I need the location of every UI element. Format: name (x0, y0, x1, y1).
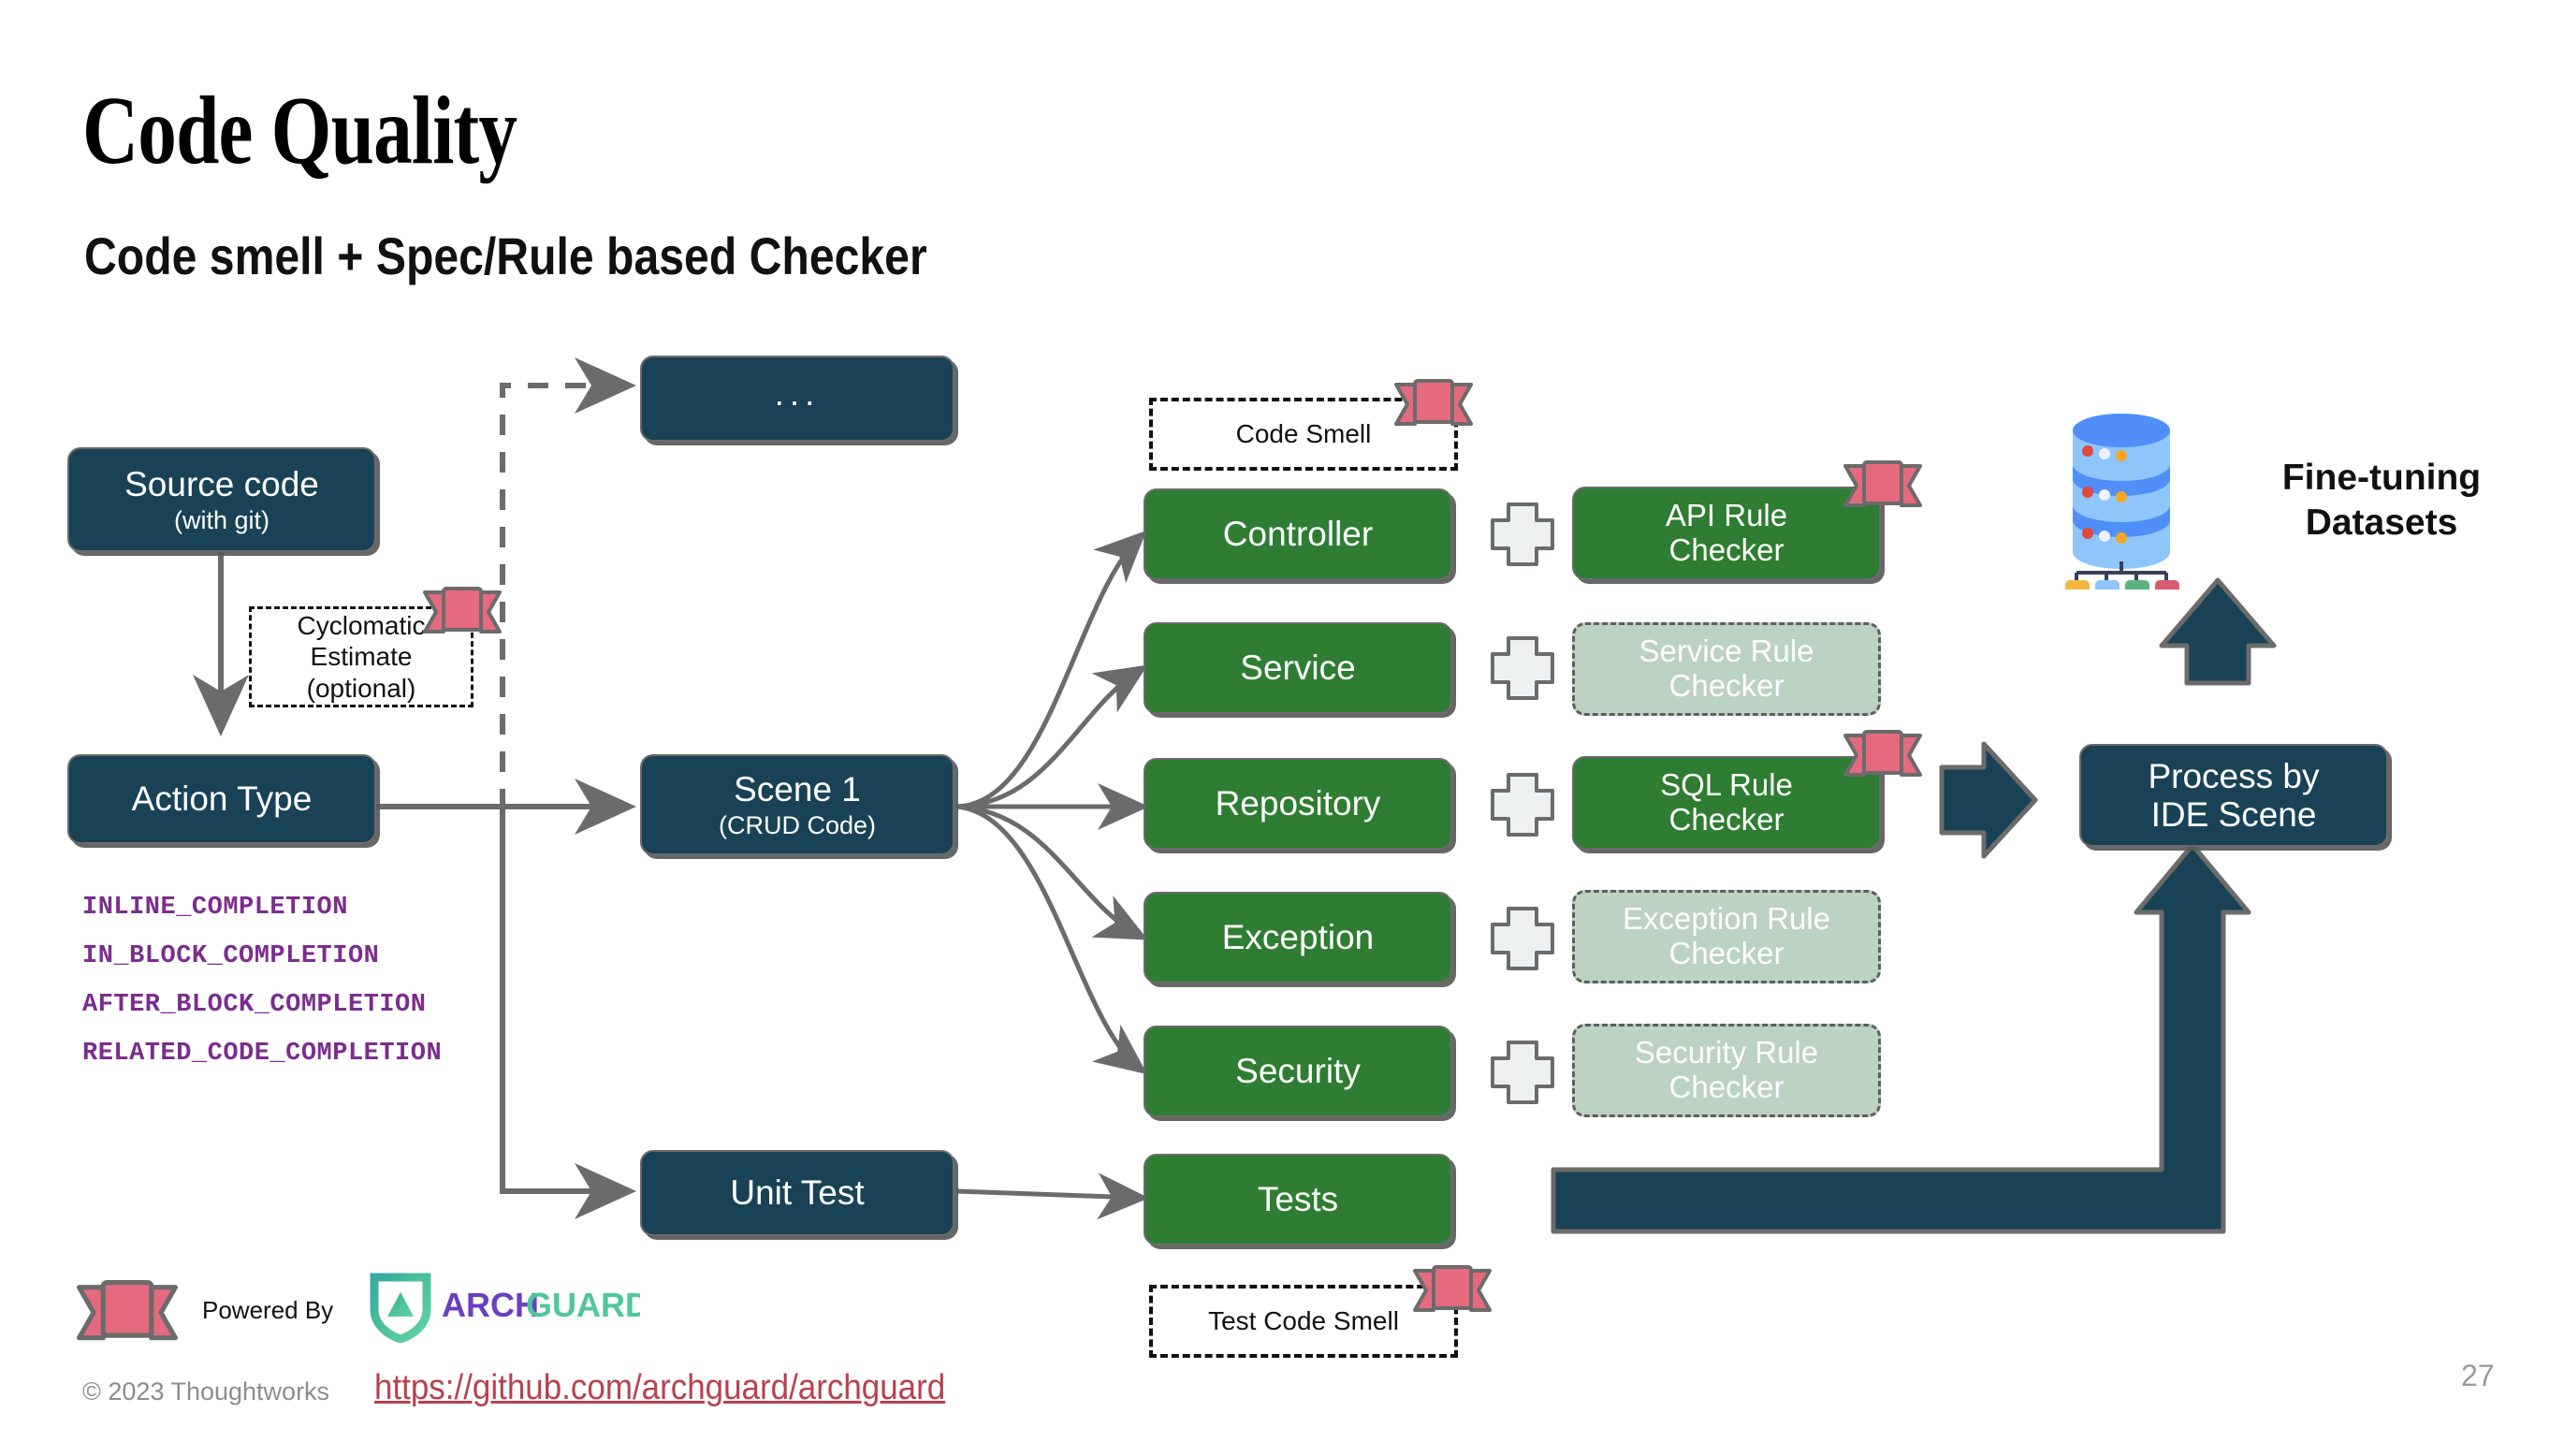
brand-arch: ARCH (442, 1286, 539, 1324)
node-ellipsis[interactable]: ... (640, 356, 954, 442)
node-title: ... (774, 373, 821, 413)
completion-type-item: RELATED_CODE_COMPLETION (82, 1040, 443, 1068)
node-scene-1[interactable]: Scene 1 (CRUD Code) (640, 754, 954, 855)
checker-line-1: Service Rule (1639, 633, 1814, 669)
annotation-code-smell: Code Smell (1149, 398, 1458, 471)
completion-type-item: INLINE_COMPLETION (82, 894, 348, 922)
checker-line-2: Checker (1668, 668, 1785, 703)
node-action-type[interactable]: Action Type (67, 754, 376, 844)
completion-type-list: INLINE_COMPLETION IN_BLOCK_COMPLETION AF… (82, 894, 442, 1088)
node-title: Action Type (131, 779, 313, 819)
completion-type-item: IN_BLOCK_COMPLETION (82, 942, 380, 970)
node-checker-security-rule[interactable]: Security Rule Checker (1572, 1024, 1881, 1117)
node-title: Repository (1215, 784, 1381, 823)
node-unit-test[interactable]: Unit Test (640, 1150, 954, 1236)
node-layer-exception[interactable]: Exception (1144, 892, 1452, 983)
page-number: 27 (2461, 1359, 2495, 1392)
datasets-label-line-2: Datasets (2305, 502, 2458, 543)
datasets-label-line-1: Fine-tuning (2281, 458, 2482, 498)
node-title: Exception (1221, 918, 1375, 957)
node-layer-security[interactable]: Security (1144, 1026, 1452, 1117)
node-checker-service-rule[interactable]: Service Rule Checker (1572, 622, 1881, 716)
annotation-test-code-smell: Test Code Smell (1149, 1285, 1458, 1358)
node-checker-exception-rule[interactable]: Exception Rule Checker (1572, 890, 1881, 983)
node-layer-service[interactable]: Service (1144, 622, 1452, 714)
repo-url-link[interactable]: https://github.com/archguard/archguard (374, 1368, 946, 1407)
ribbon-badge-icon (1843, 460, 1922, 507)
node-title: Unit Test (730, 1173, 865, 1213)
ribbon-badge-icon (1394, 379, 1473, 426)
node-layer-tests[interactable]: Tests (1144, 1154, 1452, 1245)
node-layer-repository[interactable]: Repository (1144, 758, 1452, 850)
node-title: Source code (124, 465, 319, 504)
ribbon-badge-icon (1413, 1265, 1492, 1312)
ribbon-badge-icon (77, 1280, 179, 1341)
brand-guard: GUARD (526, 1286, 640, 1324)
annotation-cyclomatic-estimate: Cyclomatic Estimate (optional) (249, 606, 473, 707)
checker-line-1: Exception Rule (1623, 901, 1830, 937)
node-subtitle: (with git) (173, 505, 270, 534)
checker-line-2: Checker (1668, 936, 1785, 970)
test-code-smell-label: Test Code Smell (1208, 1306, 1399, 1336)
archguard-logo: ARCH GUARD (369, 1268, 649, 1344)
cyclomatic-line-1: Cyclomatic (297, 611, 426, 641)
page-subtitle: Code smell + Spec/Rule based Checker (84, 226, 927, 285)
code-smell-label: Code Smell (1235, 419, 1372, 449)
datasets-label: Fine-tuning Datasets (2241, 456, 2522, 545)
checker-line-2: Checker (1668, 532, 1785, 567)
node-source-code[interactable]: Source code (with git) (67, 447, 376, 552)
node-checker-sql-rule[interactable]: SQL Rule Checker (1572, 756, 1881, 850)
node-process-by-ide-scene[interactable]: Process by IDE Scene (2079, 744, 2388, 847)
page-title: Code Quality (82, 77, 517, 184)
checker-line-2: Checker (1668, 1070, 1785, 1104)
node-subtitle: IDE Scene (2150, 795, 2317, 834)
node-title: Security (1235, 1052, 1361, 1091)
checker-line-1: SQL Rule (1660, 767, 1793, 803)
cyclomatic-line-3: (optional) (306, 673, 416, 703)
checker-line-1: API Rule (1665, 498, 1788, 533)
completion-type-item: AFTER_BLOCK_COMPLETION (82, 991, 427, 1019)
copyright-label: © 2023 Thoughtworks (82, 1377, 330, 1405)
ribbon-badge-icon (423, 587, 502, 633)
node-title: Tests (1257, 1180, 1339, 1219)
node-title: Controller (1222, 515, 1374, 554)
cyclomatic-line-2: Estimate (310, 642, 413, 672)
node-title: Service (1240, 648, 1356, 688)
powered-by-label: Powered By (202, 1296, 334, 1324)
node-title: Scene 1 (734, 770, 861, 809)
node-checker-api-rule[interactable]: API Rule Checker (1572, 487, 1881, 580)
database-icon (2065, 414, 2179, 590)
ribbon-badge-icon (1843, 730, 1922, 777)
node-subtitle: (CRUD Code) (718, 810, 877, 839)
node-title: Process by (2148, 756, 2320, 795)
checker-line-2: Checker (1668, 802, 1785, 837)
checker-line-1: Security Rule (1634, 1035, 1819, 1070)
node-layer-controller[interactable]: Controller (1144, 488, 1452, 580)
